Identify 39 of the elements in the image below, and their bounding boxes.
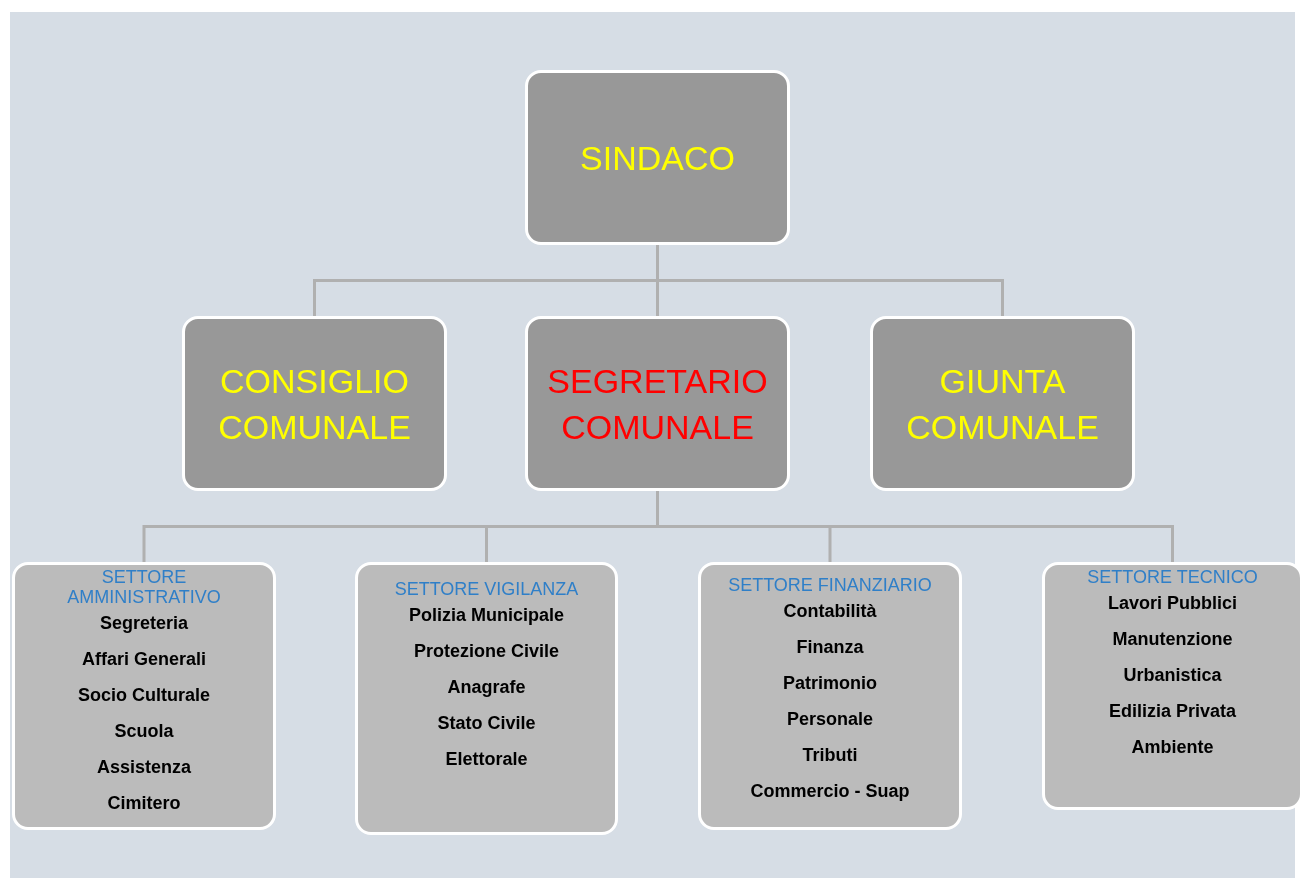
office-item: Patrimonio bbox=[783, 673, 877, 693]
sector-box bbox=[1042, 562, 1303, 810]
office-item: Scuola bbox=[114, 721, 174, 741]
council-box bbox=[182, 316, 447, 491]
office-item: Tributi bbox=[802, 745, 858, 765]
sector-title: SETTORE FINANZIARIO bbox=[727, 575, 933, 595]
sector-title: SETTORE AMMINISTRATIVO bbox=[66, 567, 222, 607]
connector-line bbox=[656, 245, 1004, 316]
sector-box bbox=[12, 562, 276, 830]
office-item: Affari Generali bbox=[81, 649, 206, 669]
secretary-box bbox=[525, 316, 790, 491]
office-item: Ambiente bbox=[1131, 737, 1214, 757]
office-item: Personale bbox=[786, 709, 873, 729]
office-item: Socio Culturale bbox=[78, 685, 210, 705]
office-item: Polizia Municipale bbox=[409, 605, 564, 625]
sector-box bbox=[355, 562, 618, 835]
office-item: Commercio - Suap bbox=[750, 781, 910, 801]
office-item: Assistenza bbox=[96, 757, 191, 777]
sector-title: SETTORE VIGILANZA bbox=[393, 579, 580, 599]
office-item: Edilizia Privata bbox=[1108, 701, 1237, 721]
sector-box bbox=[698, 562, 962, 830]
office-item: Cimitero bbox=[107, 793, 181, 813]
node-title: GIUNTA COMUNALE bbox=[905, 360, 1100, 448]
office-item: Protezione Civile bbox=[413, 641, 559, 661]
office-item: Segreteria bbox=[99, 613, 189, 633]
board-box bbox=[870, 316, 1135, 491]
office-item: Finanza bbox=[796, 637, 864, 657]
office-item: Urbanistica bbox=[1123, 665, 1222, 685]
office-item: Manutenzione bbox=[1112, 629, 1233, 649]
mayor-box bbox=[525, 70, 790, 245]
node-title: CONSIGLIO COMUNALE bbox=[217, 360, 412, 448]
office-item: Anagrafe bbox=[447, 677, 526, 697]
sector-title: SETTORE TECNICO bbox=[1086, 567, 1259, 587]
office-item: Elettorale bbox=[445, 749, 528, 769]
office-item: Stato Civile bbox=[437, 713, 536, 733]
office-item: Contabilità bbox=[783, 601, 877, 621]
office-item: Lavori Pubblici bbox=[1108, 593, 1237, 613]
node-title: SEGRETARIO COMUNALE bbox=[546, 360, 769, 448]
node-title: SINDACO bbox=[579, 137, 736, 179]
